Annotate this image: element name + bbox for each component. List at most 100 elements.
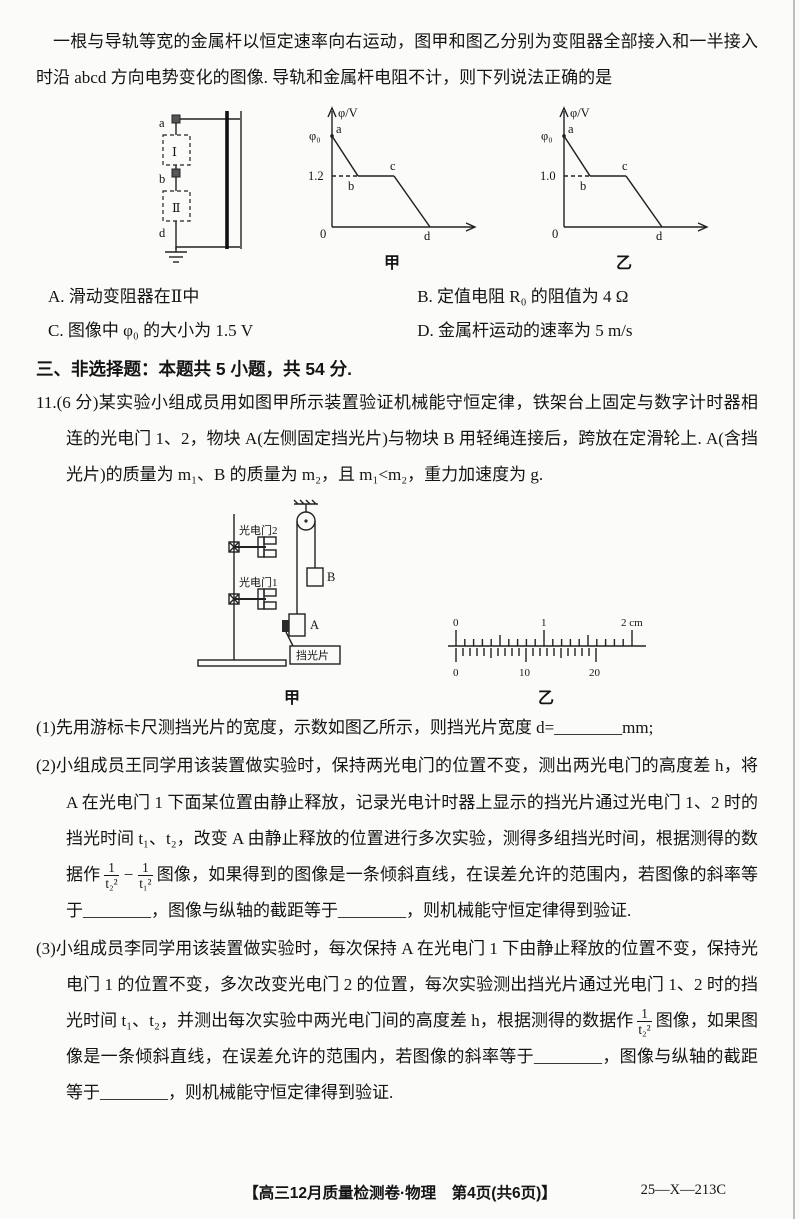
- curve-point-c: c: [390, 159, 396, 173]
- curve-point-c: c: [622, 159, 628, 173]
- main-scale-1: 1: [541, 617, 547, 629]
- apparatus-caption: 甲: [283, 690, 300, 708]
- apparatus-diagram: 光电门2 光电门1: [197, 499, 341, 668]
- question-11-part1: (1)先用游标卡尺测挡光片的宽度，示数如图乙所示，则挡光片宽度 d=______…: [36, 718, 654, 738]
- footer-title: 【高三12月质量检测卷·物理 第4页(共6页)】: [243, 1185, 557, 1202]
- fraction-numerator: 1: [104, 860, 119, 877]
- main-scale-ticks: [455, 630, 633, 647]
- question-intro-text: 一根与导轨等宽的金属杆以恒定速率向右运动，图甲和图乙分别为变阻器全部接入和一半接…: [36, 32, 758, 87]
- phi0-tick-label: φ₀: [541, 129, 553, 143]
- block-b: [306, 567, 324, 588]
- y-tick-value: 1.2: [308, 169, 324, 183]
- origin-label: 0: [320, 227, 326, 241]
- block-a-label: A: [310, 618, 319, 632]
- vane-label: 挡光片: [296, 648, 329, 662]
- point-b-label: b: [159, 172, 165, 186]
- main-scale-0: 0: [453, 617, 459, 629]
- answer-options: A. 滑动变阻器在Ⅱ中 B. 定值电阻 R₀ 的阻值为 4 Ω C. 图像中 φ…: [36, 280, 758, 348]
- light-vane: [282, 620, 289, 633]
- apparatus-figure: 光电门2 光电门1: [186, 499, 398, 708]
- question-11-part3: (3)小组成员李同学用该装置做实验时，每次保持 A 在光电门 1 下由静止释放的…: [36, 931, 758, 1111]
- fraction-numerator: 1: [637, 1006, 652, 1023]
- graph-axes: [559, 106, 709, 233]
- fraction-numerator: 1: [138, 860, 153, 877]
- resistor-2-label: Ⅱ: [172, 201, 181, 215]
- fraction-denominator: t₂²: [638, 1022, 651, 1038]
- scan-edge-artifact: [793, 0, 795, 1219]
- terminal-a: [171, 114, 181, 124]
- circuit-wires: [175, 118, 240, 250]
- figure-row-circuit-graphs: Ⅰ Ⅱ a b d: [36, 101, 758, 278]
- option-b: B. 定值电阻 R₀ 的阻值为 4 Ω: [417, 287, 629, 307]
- phi0-tick-label: φ₀: [309, 129, 321, 143]
- graph-curve: [563, 135, 663, 228]
- curve-point-a: a: [336, 122, 342, 136]
- vernier-caliper-diagram: 0 1 2 cm 0 10 20: [448, 617, 646, 679]
- caliper-figure: 0 1 2 cm 0 10 20 乙: [440, 616, 652, 708]
- vane-leader-line: [285, 632, 294, 647]
- point-a-label: a: [159, 116, 165, 130]
- fraction-denominator: t₁²: [139, 876, 152, 892]
- circuit-figure: Ⅰ Ⅱ a b d: [148, 101, 270, 278]
- photogate-1: [228, 588, 277, 611]
- curve-point-b: b: [348, 179, 354, 193]
- photogate-1-label: 光电门1: [239, 575, 278, 589]
- graph-yi-figure: φ/V φ₀ 1.0 a b c d 0 乙: [534, 101, 714, 273]
- terminal-b: [171, 168, 181, 178]
- figure-row-apparatus-caliper: 光电门2 光电门1: [36, 499, 758, 708]
- option-c: C. 图像中 φ₀ 的大小为 1.5 V: [48, 321, 254, 341]
- curve-point-d: d: [656, 229, 663, 243]
- block-b-label: B: [327, 570, 335, 584]
- paper-code: 25—X—213C: [640, 1182, 726, 1198]
- pulley-mount: [293, 499, 318, 513]
- vernier-0: 0: [453, 667, 459, 679]
- vane-label-box: [289, 645, 341, 666]
- resistor-box-2: [162, 190, 191, 222]
- photogate-2-label: 光电门2: [239, 523, 278, 537]
- potential-graph-jia: φ/V φ₀ 1.2 a b c d 0: [308, 106, 477, 243]
- graph-axes: [327, 106, 477, 233]
- graph-curve: [331, 135, 431, 228]
- curve-point-b: b: [580, 179, 586, 193]
- page-footer: 【高三12月质量检测卷·物理 第4页(共6页)】 25—X—213C: [0, 1181, 800, 1203]
- origin-label: 0: [552, 227, 558, 241]
- graph-jia-caption: 甲: [383, 255, 400, 273]
- graph-jia-figure: φ/V φ₀ 1.2 a b c d 0 甲: [302, 101, 482, 273]
- part3-text-a: (3)小组成员李同学用该装置做实验时，每次保持 A 在光电门 1 下由静止释放的…: [36, 938, 758, 1030]
- curve-point-d: d: [424, 229, 431, 243]
- minus-sign: −: [123, 864, 134, 884]
- vernier-scale-ticks: [455, 648, 597, 663]
- vernier-20: 20: [589, 667, 601, 679]
- ground-symbol: [165, 247, 187, 264]
- photogate-2: [228, 536, 277, 559]
- main-scale-2cm: 2 cm: [621, 617, 643, 629]
- option-a: A. 滑动变阻器在Ⅱ中: [48, 287, 200, 307]
- part2-text-a: (2)小组成员王同学用该装置做实验时，保持两光电门的位置不变，测出两光电门的高度…: [36, 756, 758, 884]
- stand-base: [197, 659, 287, 668]
- point-d-label: d: [159, 226, 166, 240]
- part2-text-b: 图像，如果得到的图像是一条倾斜直线，在误差允许的范围内，若图像的斜率等于____…: [66, 864, 759, 920]
- string: [296, 521, 316, 615]
- circuit-diagram: Ⅰ Ⅱ a b d: [159, 111, 242, 264]
- question-11-stem: 11.(6 分)某实验小组成员用如图甲所示装置验证机械能守恒定律，铁架台上固定与…: [36, 393, 758, 484]
- question-11-part2: (2)小组成员王同学用该装置做实验时，保持两光电门的位置不变，测出两光电门的高度…: [36, 748, 758, 928]
- graph-y-axis-label: φ/V: [570, 106, 590, 120]
- fraction-denominator: t₂²: [105, 876, 118, 892]
- block-a: [288, 613, 306, 638]
- section-header: 三、非选择题：本题共 5 小题，共 54 分.: [36, 359, 353, 380]
- y-tick-value: 1.0: [540, 169, 556, 183]
- pulley-axle: [304, 519, 308, 524]
- resistor-1-label: Ⅰ: [172, 145, 177, 159]
- vernier-10: 10: [519, 667, 531, 679]
- part3-text-b: 图像，如果图像是一条倾斜直线，在误差允许的范围内，若图像的斜率等于_______…: [66, 1010, 759, 1102]
- resistor-box-1: [162, 134, 191, 166]
- caliper-caption: 乙: [537, 690, 554, 708]
- option-d: D. 金属杆运动的速率为 5 m/s: [417, 321, 633, 341]
- curve-point-a: a: [568, 122, 574, 136]
- graph-y-axis-label: φ/V: [338, 106, 358, 120]
- graph-yi-caption: 乙: [615, 255, 632, 273]
